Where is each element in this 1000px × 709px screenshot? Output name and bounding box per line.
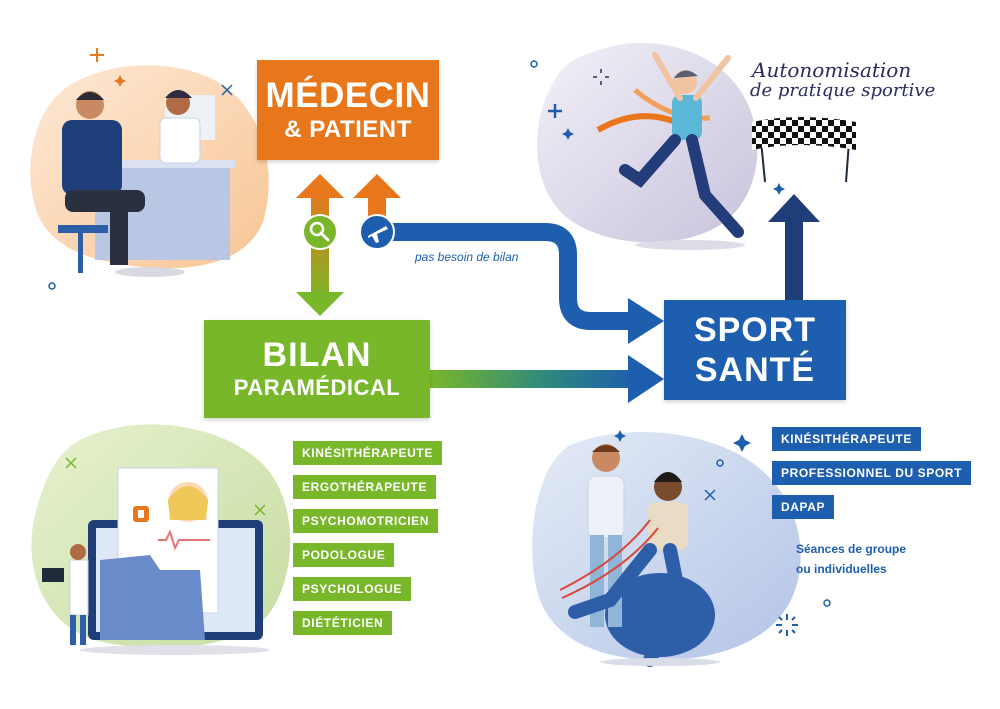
node-bilan-paramedical: BILAN PARAMÉDICAL bbox=[204, 320, 430, 418]
sparkle-icon bbox=[776, 614, 798, 636]
node-sport-title: SPORT bbox=[693, 311, 817, 349]
doctor-patient-illustration bbox=[58, 90, 235, 277]
node-medecin-subtitle: & PATIENT bbox=[284, 116, 412, 143]
bilan-sport-arrowhead bbox=[628, 355, 664, 403]
node-bilan-subtitle: PARAMÉDICAL bbox=[233, 375, 401, 400]
goal-title-line2: de pratique sportive bbox=[750, 80, 936, 101]
node-bilan-title: BILAN bbox=[262, 336, 372, 374]
bilan-profession-tag: PSYCHOLOGUE bbox=[293, 577, 411, 601]
sparkle-icon bbox=[114, 75, 126, 87]
sparkle-icon bbox=[593, 69, 609, 85]
node-medecin-patient: MÉDECIN & PATIENT bbox=[257, 60, 439, 160]
direct-arrowhead bbox=[628, 298, 664, 344]
bilan-profession-tag: KINÉSITHÉRAPEUTE bbox=[293, 441, 442, 465]
checkered-flag-icon bbox=[752, 117, 856, 183]
sparkle-icon bbox=[48, 60, 831, 607]
sparkle-icon bbox=[562, 128, 785, 452]
sport-profession-tag: PROFESSIONNEL DU SPORT bbox=[772, 461, 972, 485]
sport-note-line2: ou individuelles bbox=[796, 562, 887, 576]
edge-label-no-bilan: pas besoin de bilan bbox=[415, 250, 519, 264]
node-medecin-title: MÉDECIN bbox=[265, 76, 431, 115]
airplane-icon bbox=[359, 214, 395, 250]
bilan-profession-tag: ERGOTHÉRAPEUTE bbox=[293, 475, 437, 499]
plus-icon bbox=[90, 48, 104, 62]
sport-profession-tag: KINÉSITHÉRAPEUTE bbox=[772, 427, 921, 451]
bilan-profession-tag: PSYCHOMOTRICIEN bbox=[293, 509, 439, 533]
direct-connector bbox=[390, 223, 640, 330]
magnifier-icon bbox=[302, 214, 338, 250]
direct-up-arrow bbox=[353, 174, 401, 218]
sparkle-icon bbox=[65, 457, 266, 516]
node-sport-subtitle: SANTÉ bbox=[694, 351, 816, 389]
node-sport-sante: SPORT SANTÉ bbox=[664, 300, 846, 400]
runner-illustration bbox=[596, 52, 745, 250]
bilan-sport-connector bbox=[430, 370, 635, 388]
heartbeat-icon bbox=[158, 529, 210, 551]
plus-icon bbox=[548, 104, 562, 118]
goal-title-line1: Autonomisation bbox=[752, 58, 912, 82]
bilan-profession-tag: DIÉTÉTICIEN bbox=[293, 611, 393, 635]
sport-session-illustration bbox=[559, 444, 720, 667]
bilan-profession-tag: PODOLOGUE bbox=[293, 543, 395, 567]
sport-profession-tag: DAPAP bbox=[772, 495, 835, 519]
medical-folder-illustration bbox=[42, 467, 270, 655]
sport-goal-arrowhead bbox=[768, 194, 820, 222]
sport-note-line1: Séances de groupe bbox=[796, 542, 907, 556]
sport-goal-connector bbox=[785, 218, 803, 302]
